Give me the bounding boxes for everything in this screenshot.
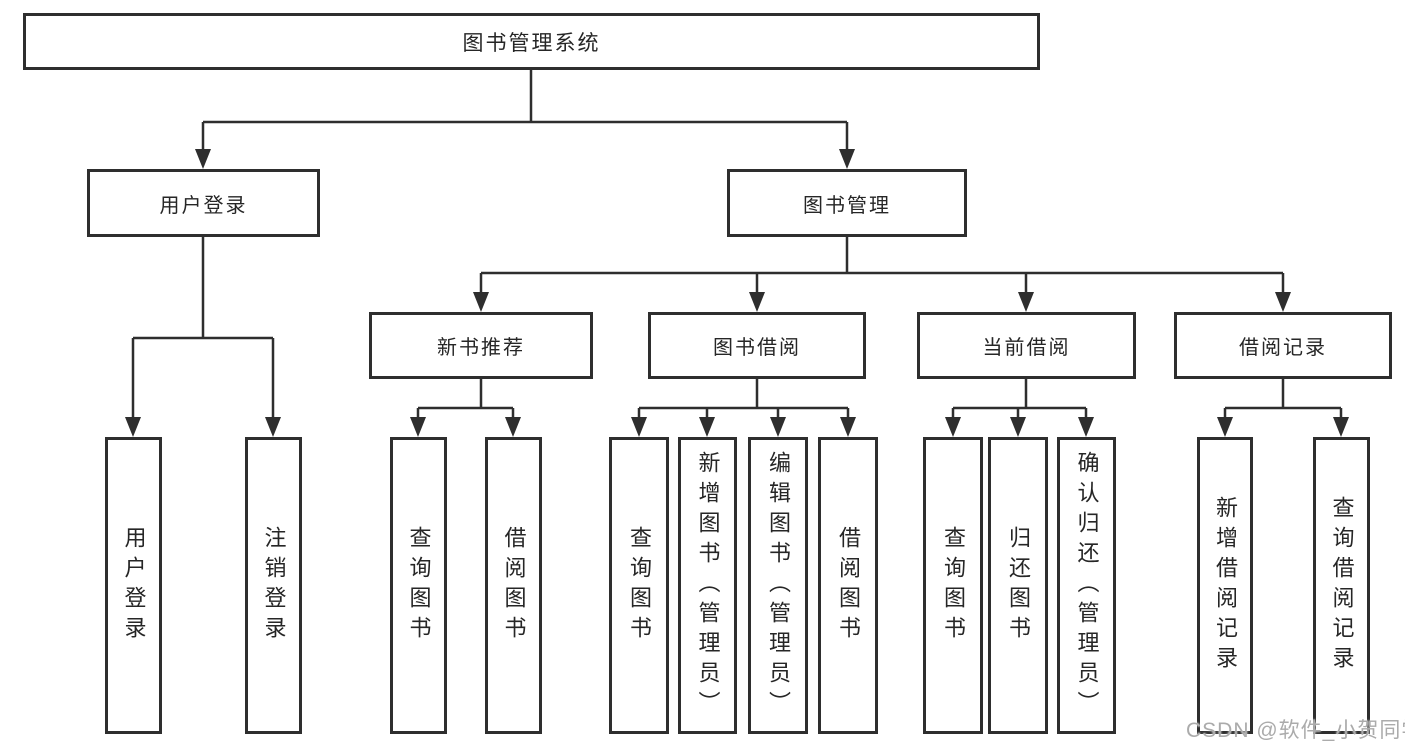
leaf-query-book-borrowing: 查询图书 [609, 437, 669, 734]
node-label: 图书管理系统 [462, 31, 601, 55]
csdn-watermark: CSDN @软件_小贺同学 [1186, 719, 1405, 742]
node-label: 当前借阅 [982, 337, 1071, 359]
leaf-borrow-book-recommend: 借阅图书 [485, 437, 542, 734]
node-label: 图书借阅 [713, 337, 801, 359]
node-borrowing-records: 借阅记录 [1174, 312, 1392, 379]
node-book-management: 图书管理 [727, 169, 967, 237]
leaf-user-login: 用户登录 [105, 437, 162, 734]
node-label: 查询借阅记录 [1329, 495, 1355, 676]
node-label: 用户登录 [121, 525, 147, 646]
node-label: 借阅图书 [501, 525, 527, 646]
node-current-borrowing: 当前借阅 [917, 312, 1136, 379]
node-library-system: 图书管理系统 [23, 13, 1040, 70]
node-label: 归还图书 [1006, 525, 1031, 646]
leaf-query-book-recommend: 查询图书 [390, 437, 447, 734]
node-new-book-recommend: 新书推荐 [369, 312, 593, 379]
node-label: 确认归还（管理员） [1074, 450, 1100, 721]
node-label: 查询图书 [406, 525, 432, 646]
node-label: 图书管理 [803, 194, 891, 217]
node-label: 新书推荐 [437, 337, 525, 359]
node-label: 借阅图书 [836, 525, 861, 646]
leaf-logout: 注销登录 [245, 437, 302, 734]
node-label: 新增图书（管理员） [695, 450, 721, 721]
node-label: 新增借阅记录 [1213, 495, 1238, 676]
leaf-edit-book-admin: 编辑图书（管理员） [748, 437, 808, 734]
node-label: 注销登录 [261, 525, 287, 646]
node-label: 用户登录 [159, 194, 248, 217]
node-label: 借阅记录 [1239, 337, 1327, 359]
leaf-add-borrow-record: 新增借阅记录 [1197, 437, 1253, 734]
leaf-return-book: 归还图书 [988, 437, 1048, 734]
node-user-login: 用户登录 [87, 169, 320, 237]
leaf-confirm-return-admin: 确认归还（管理员） [1057, 437, 1116, 734]
node-label: 查询图书 [627, 525, 652, 646]
node-book-borrowing: 图书借阅 [648, 312, 866, 379]
leaf-query-book-current: 查询图书 [923, 437, 983, 734]
leaf-query-borrow-record: 查询借阅记录 [1313, 437, 1370, 734]
leaf-borrow-book: 借阅图书 [818, 437, 878, 734]
node-label: 查询图书 [941, 525, 966, 646]
node-label: 编辑图书（管理员） [766, 450, 791, 721]
leaf-add-book-admin: 新增图书（管理员） [678, 437, 737, 734]
arrowheads [125, 149, 1349, 437]
